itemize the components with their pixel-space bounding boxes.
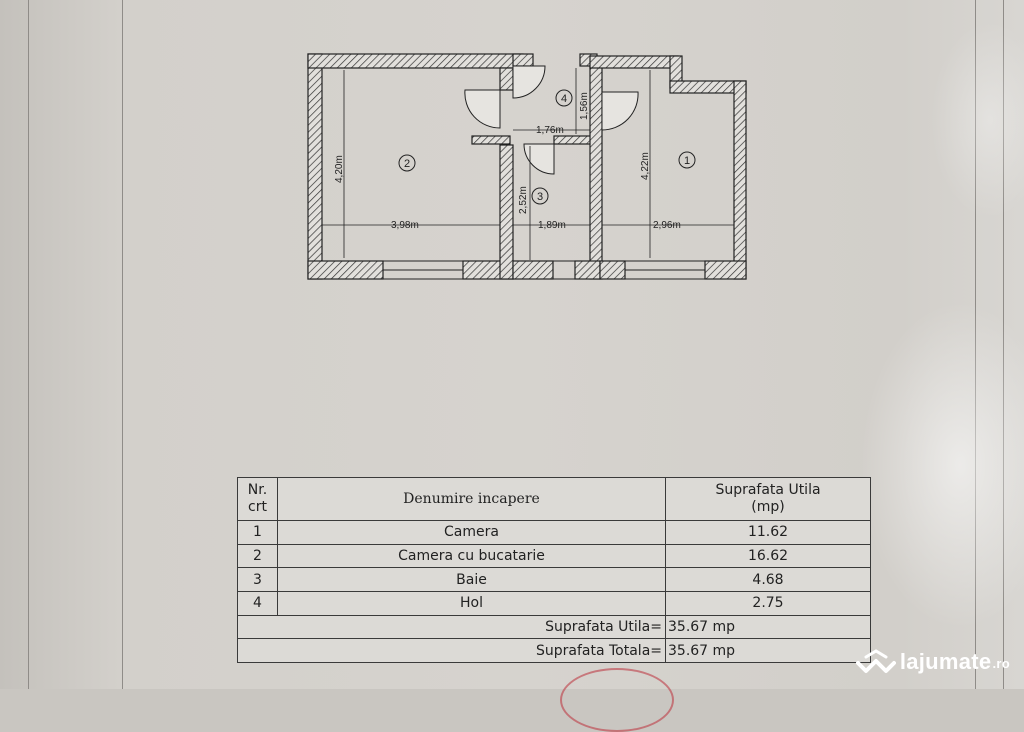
total-overall-row: Suprafata Totala= 35.67 mp	[237, 638, 871, 663]
room-number-3: 3	[531, 187, 549, 205]
header-nr: Nr.	[247, 482, 268, 499]
total-overall-label: Suprafata Totala=	[237, 638, 666, 663]
row-name: Hol	[277, 591, 666, 616]
lajumate-logo-icon	[855, 649, 896, 673]
dim-room3-height: 2,52m	[518, 186, 529, 214]
header-crt: crt	[248, 499, 267, 516]
plan-walls	[307, 53, 747, 280]
margin-line-left	[28, 0, 29, 689]
plan-windows	[382, 260, 706, 280]
header-area-label: Suprafata Utila	[715, 482, 821, 499]
row-nr: 3	[237, 567, 278, 593]
margin-line-inner	[122, 0, 123, 689]
total-overall-value: 35.67 mp	[665, 638, 871, 663]
official-stamp	[560, 668, 674, 732]
svg-text:1: 1	[684, 155, 690, 167]
room-number-1: 1	[678, 151, 696, 169]
dim-room2-width: 3,98m	[391, 220, 419, 231]
header-area-unit: (mp)	[751, 499, 785, 516]
row-name: Camera	[277, 520, 666, 545]
dim-room1-width: 2,96m	[653, 220, 681, 231]
plastic-glare	[860, 300, 1024, 630]
rooms-table: Nr. crt Denumire incapere Suprafata Util…	[237, 476, 871, 663]
watermark-brand: lajumate	[899, 649, 992, 674]
plan-dimension-lines	[322, 68, 734, 260]
total-usable-row: Suprafata Utila= 35.67 mp	[237, 614, 871, 640]
row-area: 11.62	[665, 520, 871, 545]
table-row: 1 Camera 11.62	[237, 520, 871, 545]
plastic-glare-top	[930, 20, 1024, 220]
svg-text:2: 2	[404, 158, 410, 170]
row-area: 4.68	[665, 567, 871, 593]
dim-room3-width: 1,89m	[538, 220, 566, 231]
dim-room2-height: 4,20m	[334, 155, 345, 183]
row-nr: 4	[237, 591, 278, 616]
svg-text:4: 4	[561, 93, 567, 105]
dim-room4-height: 1,56m	[579, 92, 590, 120]
header-area: Suprafata Utila (mp)	[665, 476, 871, 522]
table-header-row: Nr. crt Denumire incapere Suprafata Util…	[237, 476, 871, 522]
svg-text:3: 3	[537, 191, 543, 203]
row-area: 2.75	[665, 591, 871, 616]
header-nr-crt: Nr. crt	[237, 476, 278, 522]
table-row: 4 Hol 2.75	[237, 591, 871, 616]
dim-room4-width: 1,76m	[536, 125, 564, 136]
row-nr: 1	[237, 520, 278, 545]
plan-doors	[464, 65, 639, 175]
lajumate-watermark: lajumate .ro	[855, 649, 1010, 675]
header-room-name: Denumire incapere	[277, 476, 666, 522]
watermark-tld: .ro	[992, 656, 1010, 671]
table-row: 3 Baie 4.68	[237, 567, 871, 593]
row-area: 16.62	[665, 543, 871, 569]
row-nr: 2	[237, 543, 278, 569]
row-name: Camera cu bucatarie	[277, 543, 666, 569]
total-usable-label: Suprafata Utila=	[237, 614, 666, 640]
floor-plan: 4,20m 3,98m 1,76m 1,56m 2,52m 1,89m 4,22…	[307, 53, 747, 280]
dim-room1-height: 4,22m	[640, 152, 651, 180]
room-number-4: 4	[555, 89, 573, 107]
table-row: 2 Camera cu bucatarie 16.62	[237, 543, 871, 569]
row-name: Baie	[277, 567, 666, 593]
room-number-2: 2	[398, 154, 416, 172]
total-usable-value: 35.67 mp	[665, 614, 871, 640]
